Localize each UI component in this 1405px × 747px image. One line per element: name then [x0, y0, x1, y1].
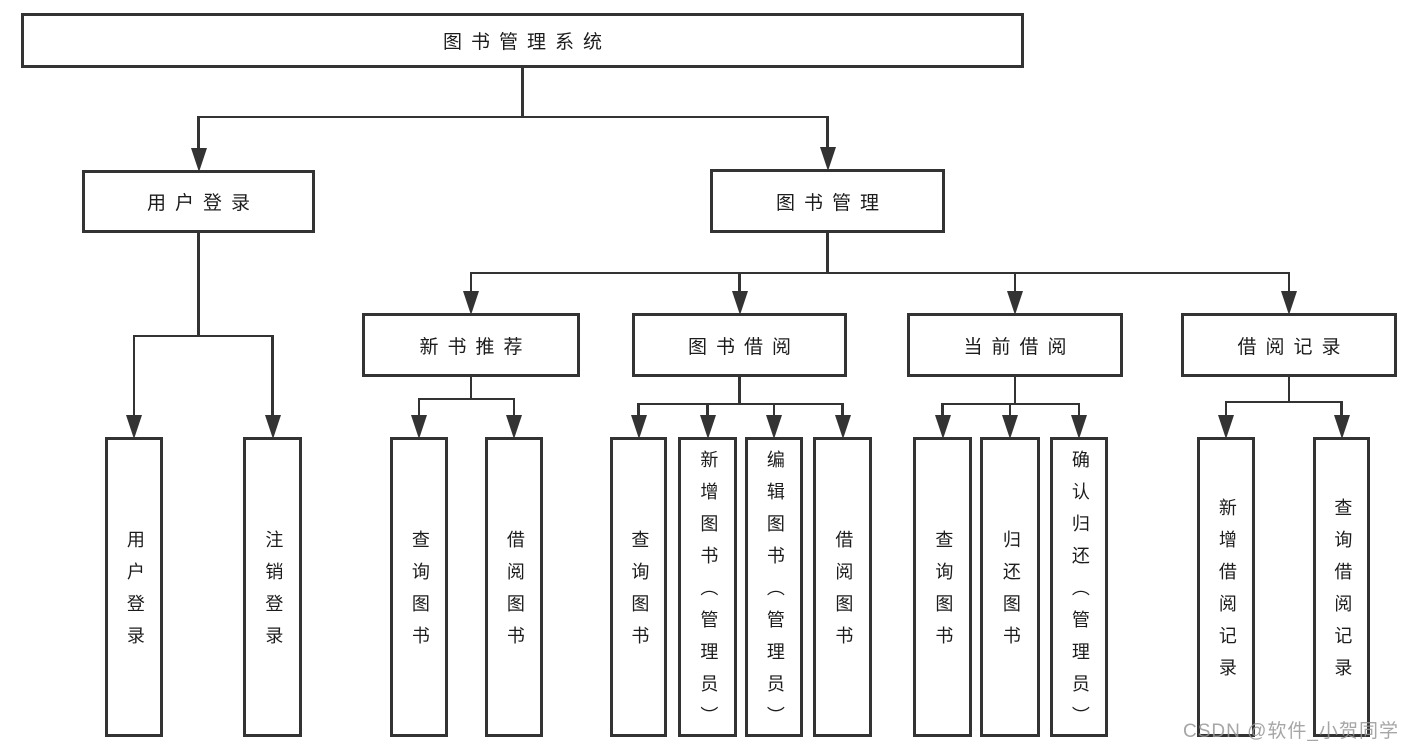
connector-drop-user-login	[197, 115, 200, 161]
node-borrow-book-rec: 借阅图书	[485, 437, 543, 737]
arrowhead-add-borrow-record	[1218, 415, 1234, 439]
node-confirm-return-admin: 确认归还（管理员）	[1050, 437, 1108, 738]
csdn-watermark: CSDN @软件_小贺同学	[1183, 721, 1399, 742]
node-label-new-book-rec: 新书推荐	[419, 336, 532, 358]
node-label-current-borrow: 当前借阅	[963, 336, 1076, 358]
connector-trunk-new-book-rec	[469, 376, 473, 399]
node-return-book: 归还图书	[980, 437, 1040, 737]
connector-trunk-book-borrow	[738, 376, 741, 404]
connector-trunk-root	[521, 67, 524, 117]
arrowhead-user-login	[190, 148, 207, 172]
connector-bar-borrow-records	[1224, 400, 1343, 404]
node-label-borrow-records: 借阅记录	[1237, 336, 1350, 358]
node-label-root: 图书管理系统	[442, 32, 611, 53]
arrowhead-edit-book-admin	[766, 415, 782, 439]
connector-drop-new-book-rec	[469, 271, 473, 304]
node-borrow-records: 借阅记录	[1181, 313, 1397, 377]
connector-drop-book-mgmt	[826, 115, 829, 160]
connector-bar-book-mgmt	[469, 271, 1291, 275]
node-logout-action: 注销登录	[243, 437, 302, 737]
connector-drop-book-borrow	[738, 271, 741, 304]
arrowhead-current-borrow	[1007, 291, 1023, 315]
node-add-book-admin: 新增图书（管理员）	[678, 437, 737, 738]
connector-bar-new-book-rec	[417, 397, 516, 401]
arrowhead-borrow-records	[1281, 291, 1297, 315]
connector-trunk-book-mgmt	[826, 232, 829, 273]
node-new-book-rec: 新书推荐	[362, 313, 580, 377]
arrowhead-login-action	[126, 415, 142, 439]
arrowhead-query-borrow-record	[1333, 415, 1350, 439]
arrowhead-borrow-book-rec	[506, 415, 522, 439]
node-label-book-borrow: 图书借阅	[687, 336, 800, 358]
arrowhead-book-mgmt	[819, 147, 836, 171]
node-label-login-action: 用户登录	[124, 530, 145, 658]
node-root: 图书管理系统	[21, 13, 1024, 68]
connector-bar-book-borrow	[637, 402, 844, 406]
arrowhead-query-book-borrow	[630, 415, 647, 439]
arrowhead-query-book-current	[934, 415, 951, 439]
node-label-book-mgmt: 图书管理	[775, 192, 888, 214]
connector-trunk-user-login	[197, 232, 200, 336]
connector-bar-user-login	[132, 334, 274, 338]
node-login-action: 用户登录	[105, 437, 163, 737]
node-label-query-book-borrow: 查询图书	[629, 530, 650, 658]
node-label-borrow-book-rec: 借阅图书	[504, 530, 525, 658]
arrowhead-confirm-return-admin	[1071, 415, 1087, 439]
node-query-book-borrow: 查询图书	[610, 437, 667, 737]
node-book-borrow: 图书借阅	[632, 313, 847, 377]
connector-drop-query-book-rec	[417, 397, 421, 428]
connector-drop-borrow-records	[1287, 271, 1291, 304]
node-label-query-book-rec: 查询图书	[409, 530, 430, 658]
node-label-query-book-current: 查询图书	[933, 530, 954, 658]
node-label-add-book-admin: 新增图书（管理员）	[698, 450, 719, 738]
arrowhead-return-book	[1002, 415, 1018, 439]
node-label-user-login: 用户登录	[146, 193, 259, 214]
connector-drop-add-borrow-record	[1224, 400, 1228, 428]
arrowhead-query-book-rec	[411, 415, 427, 439]
node-query-book-current: 查询图书	[913, 437, 972, 737]
node-query-borrow-record: 查询借阅记录	[1313, 437, 1370, 737]
connector-drop-query-borrow-record	[1340, 400, 1343, 428]
node-edit-book-admin: 编辑图书（管理员）	[745, 437, 803, 738]
connector-trunk-borrow-records	[1287, 376, 1291, 402]
node-label-query-borrow-record: 查询借阅记录	[1332, 498, 1353, 690]
connector-bar-root	[197, 115, 829, 119]
arrowhead-add-book-admin	[699, 415, 716, 439]
arrowhead-borrow-book-borrow	[834, 415, 851, 439]
node-label-logout-action: 注销登录	[263, 530, 284, 658]
node-add-borrow-record: 新增借阅记录	[1197, 437, 1255, 737]
arrowhead-book-borrow	[731, 291, 748, 315]
node-label-edit-book-admin: 编辑图书（管理员）	[764, 450, 785, 738]
node-query-book-rec: 查询图书	[390, 437, 448, 737]
connector-drop-borrow-book-rec	[512, 397, 516, 428]
arrowhead-new-book-rec	[463, 291, 479, 315]
node-book-mgmt: 图书管理	[710, 169, 945, 233]
node-user-login: 用户登录	[82, 170, 315, 233]
node-borrow-book-borrow: 借阅图书	[813, 437, 872, 737]
connector-drop-login-action	[132, 334, 136, 428]
connector-trunk-current-borrow	[1013, 376, 1017, 404]
node-current-borrow: 当前借阅	[907, 313, 1123, 377]
node-label-return-book: 归还图书	[1000, 530, 1021, 658]
connector-drop-logout-action	[271, 334, 274, 428]
node-label-confirm-return-admin: 确认归还（管理员）	[1069, 450, 1090, 738]
node-label-borrow-book-borrow: 借阅图书	[833, 530, 854, 658]
arrowhead-logout-action	[264, 415, 281, 439]
connector-drop-current-borrow	[1013, 271, 1017, 304]
node-label-add-borrow-record: 新增借阅记录	[1216, 498, 1237, 690]
